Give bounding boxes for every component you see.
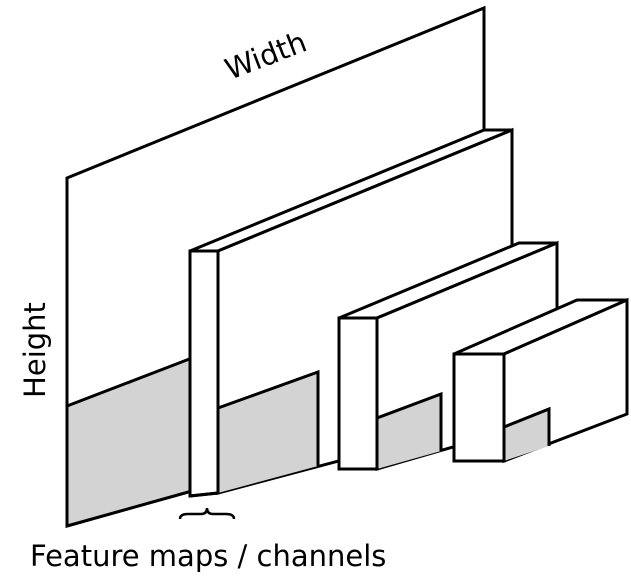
feature-maps-label: Feature maps / channels [30, 539, 386, 573]
input-plane-shaded-region [67, 358, 192, 526]
channel-brace [178, 507, 236, 520]
width-label: Width [220, 25, 311, 87]
feature-block-3 [452, 297, 629, 464]
block-1-front [188, 249, 220, 498]
block-3-front [452, 352, 506, 463]
input-plane-shade-edge [66, 356, 193, 408]
block-2-front [337, 316, 379, 471]
block-3-shaded-region [504, 409, 549, 461]
height-label: Height [18, 302, 52, 398]
block-1-shaded-region [218, 372, 318, 493]
